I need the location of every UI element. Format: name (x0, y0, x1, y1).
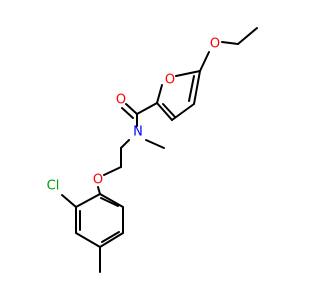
bond-benzene-c3-c4 (75, 232, 101, 248)
bond-carbonyl-double-1 (125, 103, 138, 115)
bond-furan-o-c2 (156, 84, 163, 104)
atom-o-ether: O (93, 173, 103, 188)
bond-ethoxy-o-c5 (199, 51, 210, 72)
bond-furan-c2-c3-double (162, 103, 176, 118)
bond-furan-c5-o (175, 70, 201, 77)
atom-cl: Cl (47, 179, 60, 194)
atom-n-amide: N (133, 125, 143, 140)
bond-benzene-double-2 (101, 231, 120, 243)
bond-benzene-c6-c1 (99, 193, 124, 208)
bond-carbonyl-double-2 (121, 107, 134, 119)
bond-o-ether-benzene (97, 186, 101, 195)
bond-furan-c2-c3 (156, 102, 173, 121)
bond-ch2-o-ether (103, 166, 122, 176)
bond-n-methyl (145, 139, 165, 149)
bond-benzene-c4-c5 (99, 232, 124, 248)
atom-o-ethoxy: O (210, 37, 220, 52)
molecule-structure: O O O N O Cl (47, 27, 258, 273)
bond-benzene-double-3 (100, 197, 119, 207)
atom-o-furan: O (165, 73, 175, 88)
bond-c2-carbonyl-c (136, 102, 158, 115)
bond-furan-c4-c5 (193, 70, 201, 105)
bond-benzene-c1-c2 (75, 193, 101, 208)
bond-furan-c4-c5-double (188, 75, 195, 102)
bond-furan-c3-c4 (171, 103, 195, 121)
bond-ethyl-c-o (221, 41, 239, 45)
atom-o-carbonyl: O (116, 93, 126, 108)
bond-benzene-cl (61, 194, 77, 208)
bond-n-ch2 (120, 139, 130, 149)
bond-ethyl-cc (237, 27, 258, 45)
molecule-structure-canvas: O O O N O Cl (46, 27, 258, 273)
